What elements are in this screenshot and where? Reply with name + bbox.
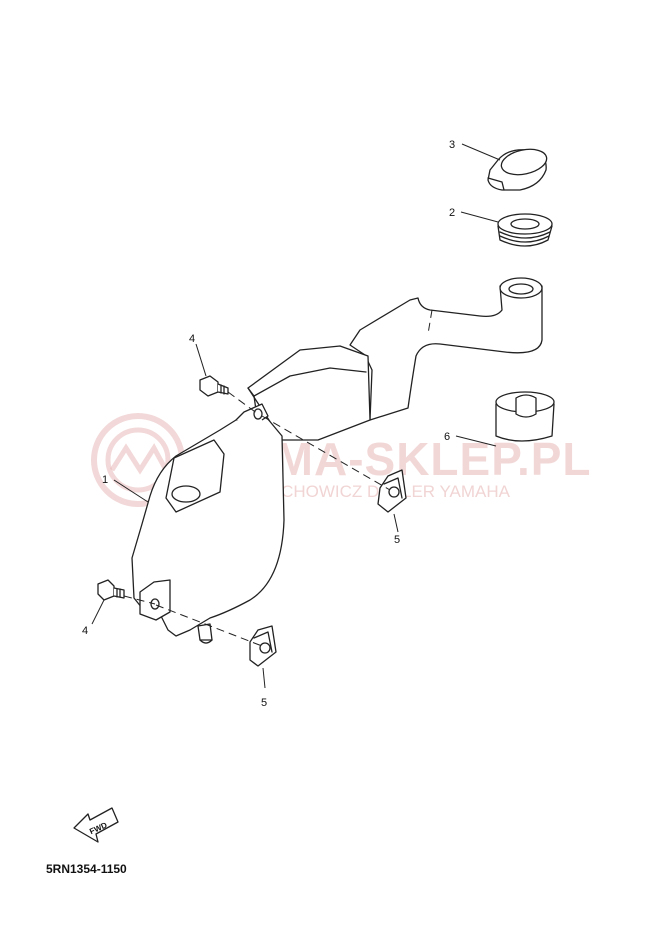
- callout-2: 2: [449, 207, 455, 219]
- callout-6: 6: [444, 431, 450, 443]
- part-1-tank: [131, 277, 543, 644]
- leader-2: [460, 211, 499, 223]
- part-6-clamp: [495, 391, 555, 442]
- axis-line-lower-bolt: [123, 595, 156, 605]
- part-5-clip-upper: [377, 469, 407, 513]
- callout-5-lower: 5: [261, 697, 267, 709]
- fwd-arrow-icon: FWD: [73, 807, 119, 843]
- callout-1: 1: [102, 474, 108, 486]
- callout-5-upper: 5: [394, 534, 400, 546]
- part-2-grommet: [497, 213, 553, 247]
- part-3-cap: [487, 148, 548, 191]
- leader-6: [455, 435, 497, 447]
- leader-3: [461, 143, 501, 161]
- leader-4-upper: [195, 343, 207, 377]
- axis-line-upper-clip: [261, 415, 391, 491]
- leader-5-upper: [393, 513, 399, 533]
- watermark-dealer: WOJCIECHOWICZ DEALER YAMAHA: [215, 482, 511, 501]
- axis-line-lower-clip: [155, 604, 263, 647]
- leader-1: [113, 479, 149, 503]
- axis-line-upper-bolt: [227, 391, 259, 415]
- leader-4-lower: [91, 599, 105, 625]
- part-5-clip-lower: [249, 625, 277, 667]
- diagram-code: 5RN1354-1150: [46, 862, 127, 876]
- callout-4-lower: 4: [82, 625, 88, 637]
- part-4-bolt-upper: [199, 375, 229, 397]
- part-4-bolt-lower: [97, 579, 125, 601]
- callout-3: 3: [449, 139, 455, 151]
- leader-5-lower: [262, 667, 266, 689]
- callout-4-upper: 4: [189, 333, 195, 345]
